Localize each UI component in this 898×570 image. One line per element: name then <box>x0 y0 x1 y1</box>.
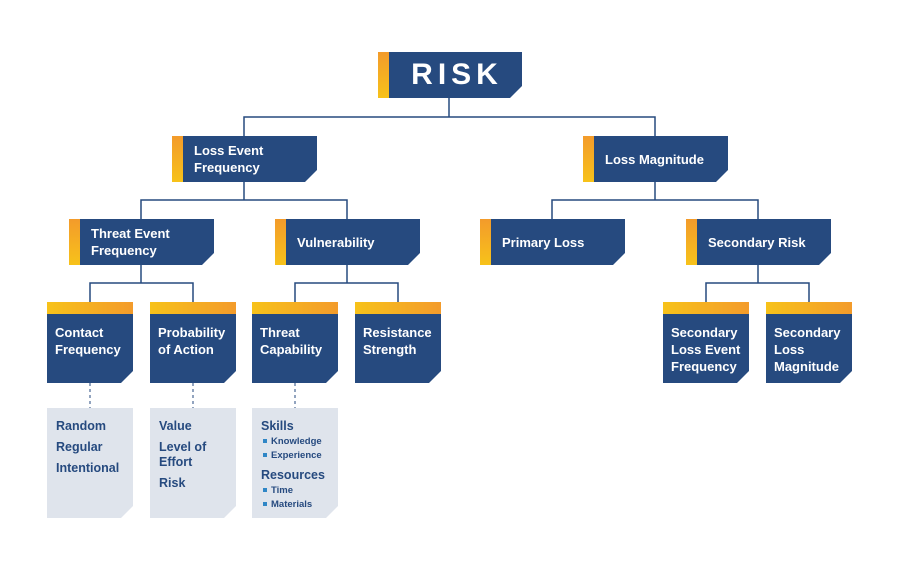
panel-item: Intentional <box>56 461 120 475</box>
node-loss-magnitude: Loss Magnitude <box>583 136 728 182</box>
node-label: RISK <box>411 58 503 91</box>
panel-probability-of-action: Value Level of Effort Risk <box>150 408 236 518</box>
node-secondary-loss-event-frequency: Secondary Loss Event Frequency <box>663 302 749 383</box>
panel-threat-capability: Skills Knowledge Experience Resources Ti… <box>252 408 338 518</box>
bullet-icon <box>263 439 267 443</box>
node-label: Contact Frequency <box>55 325 121 357</box>
panel-subitem-label: Materials <box>271 499 313 510</box>
panel-group-title: Resources <box>261 468 325 482</box>
bullet-icon <box>263 488 267 492</box>
node-label: Threat Capability <box>260 325 323 357</box>
node-label: Resistance Strength <box>363 325 432 357</box>
node-loss-event-frequency: Loss Event Frequency <box>172 136 317 182</box>
node-label: Loss Event Frequency <box>194 143 264 175</box>
panel-contact-frequency: Random Regular Intentional <box>47 408 133 518</box>
node-label: Secondary Loss Event Frequency <box>671 325 741 374</box>
panel-group-skills: Skills Knowledge Experience <box>261 419 330 462</box>
connector-risk-children <box>243 116 656 136</box>
node-probability-of-action: Probability of Action <box>150 302 236 383</box>
connector-sr-children <box>705 282 810 302</box>
panel-subitem: Time <box>263 485 330 497</box>
connector-tef-children <box>89 282 194 302</box>
node-threat-capability: Threat Capability <box>252 302 338 383</box>
bullet-icon <box>263 502 267 506</box>
node-label: Threat Event Frequency <box>91 226 170 258</box>
node-vulnerability: Vulnerability <box>275 219 420 265</box>
connector-lm-children <box>551 199 759 219</box>
node-risk: RISK <box>378 52 522 98</box>
panel-subitem-label: Experience <box>271 450 322 461</box>
node-label: Secondary Risk <box>708 234 806 250</box>
node-secondary-risk: Secondary Risk <box>686 219 831 265</box>
node-resistance-strength: Resistance Strength <box>355 302 441 383</box>
node-label: Vulnerability <box>297 234 375 250</box>
panel-subitem-label: Knowledge <box>271 436 322 447</box>
node-contact-frequency: Contact Frequency <box>47 302 133 383</box>
panel-group-resources: Resources Time Materials <box>261 468 330 511</box>
node-label: Secondary Loss Magnitude <box>774 325 841 374</box>
panel-subitem-label: Time <box>271 485 294 496</box>
panel-subitem: Experience <box>263 450 330 462</box>
node-threat-event-frequency: Threat Event Frequency <box>69 219 214 265</box>
panel-item: Random <box>56 419 106 433</box>
node-label: Primary Loss <box>502 234 585 250</box>
panel-item: Value <box>159 419 192 433</box>
panel-item: Regular <box>56 440 103 454</box>
panel-subitem: Knowledge <box>263 436 330 448</box>
panel-item: Level of Effort <box>159 440 207 469</box>
connector-lef-children <box>140 199 348 219</box>
node-label: Loss Magnitude <box>605 151 704 167</box>
node-secondary-loss-magnitude: Secondary Loss Magnitude <box>766 302 852 383</box>
node-label: Probability of Action <box>158 325 226 357</box>
node-primary-loss: Primary Loss <box>480 219 625 265</box>
panel-group-title: Skills <box>261 419 294 433</box>
bullet-icon <box>263 453 267 457</box>
panel-subitem: Materials <box>263 499 330 511</box>
panel-item: Risk <box>159 476 186 490</box>
connector-vuln-children <box>294 282 399 302</box>
